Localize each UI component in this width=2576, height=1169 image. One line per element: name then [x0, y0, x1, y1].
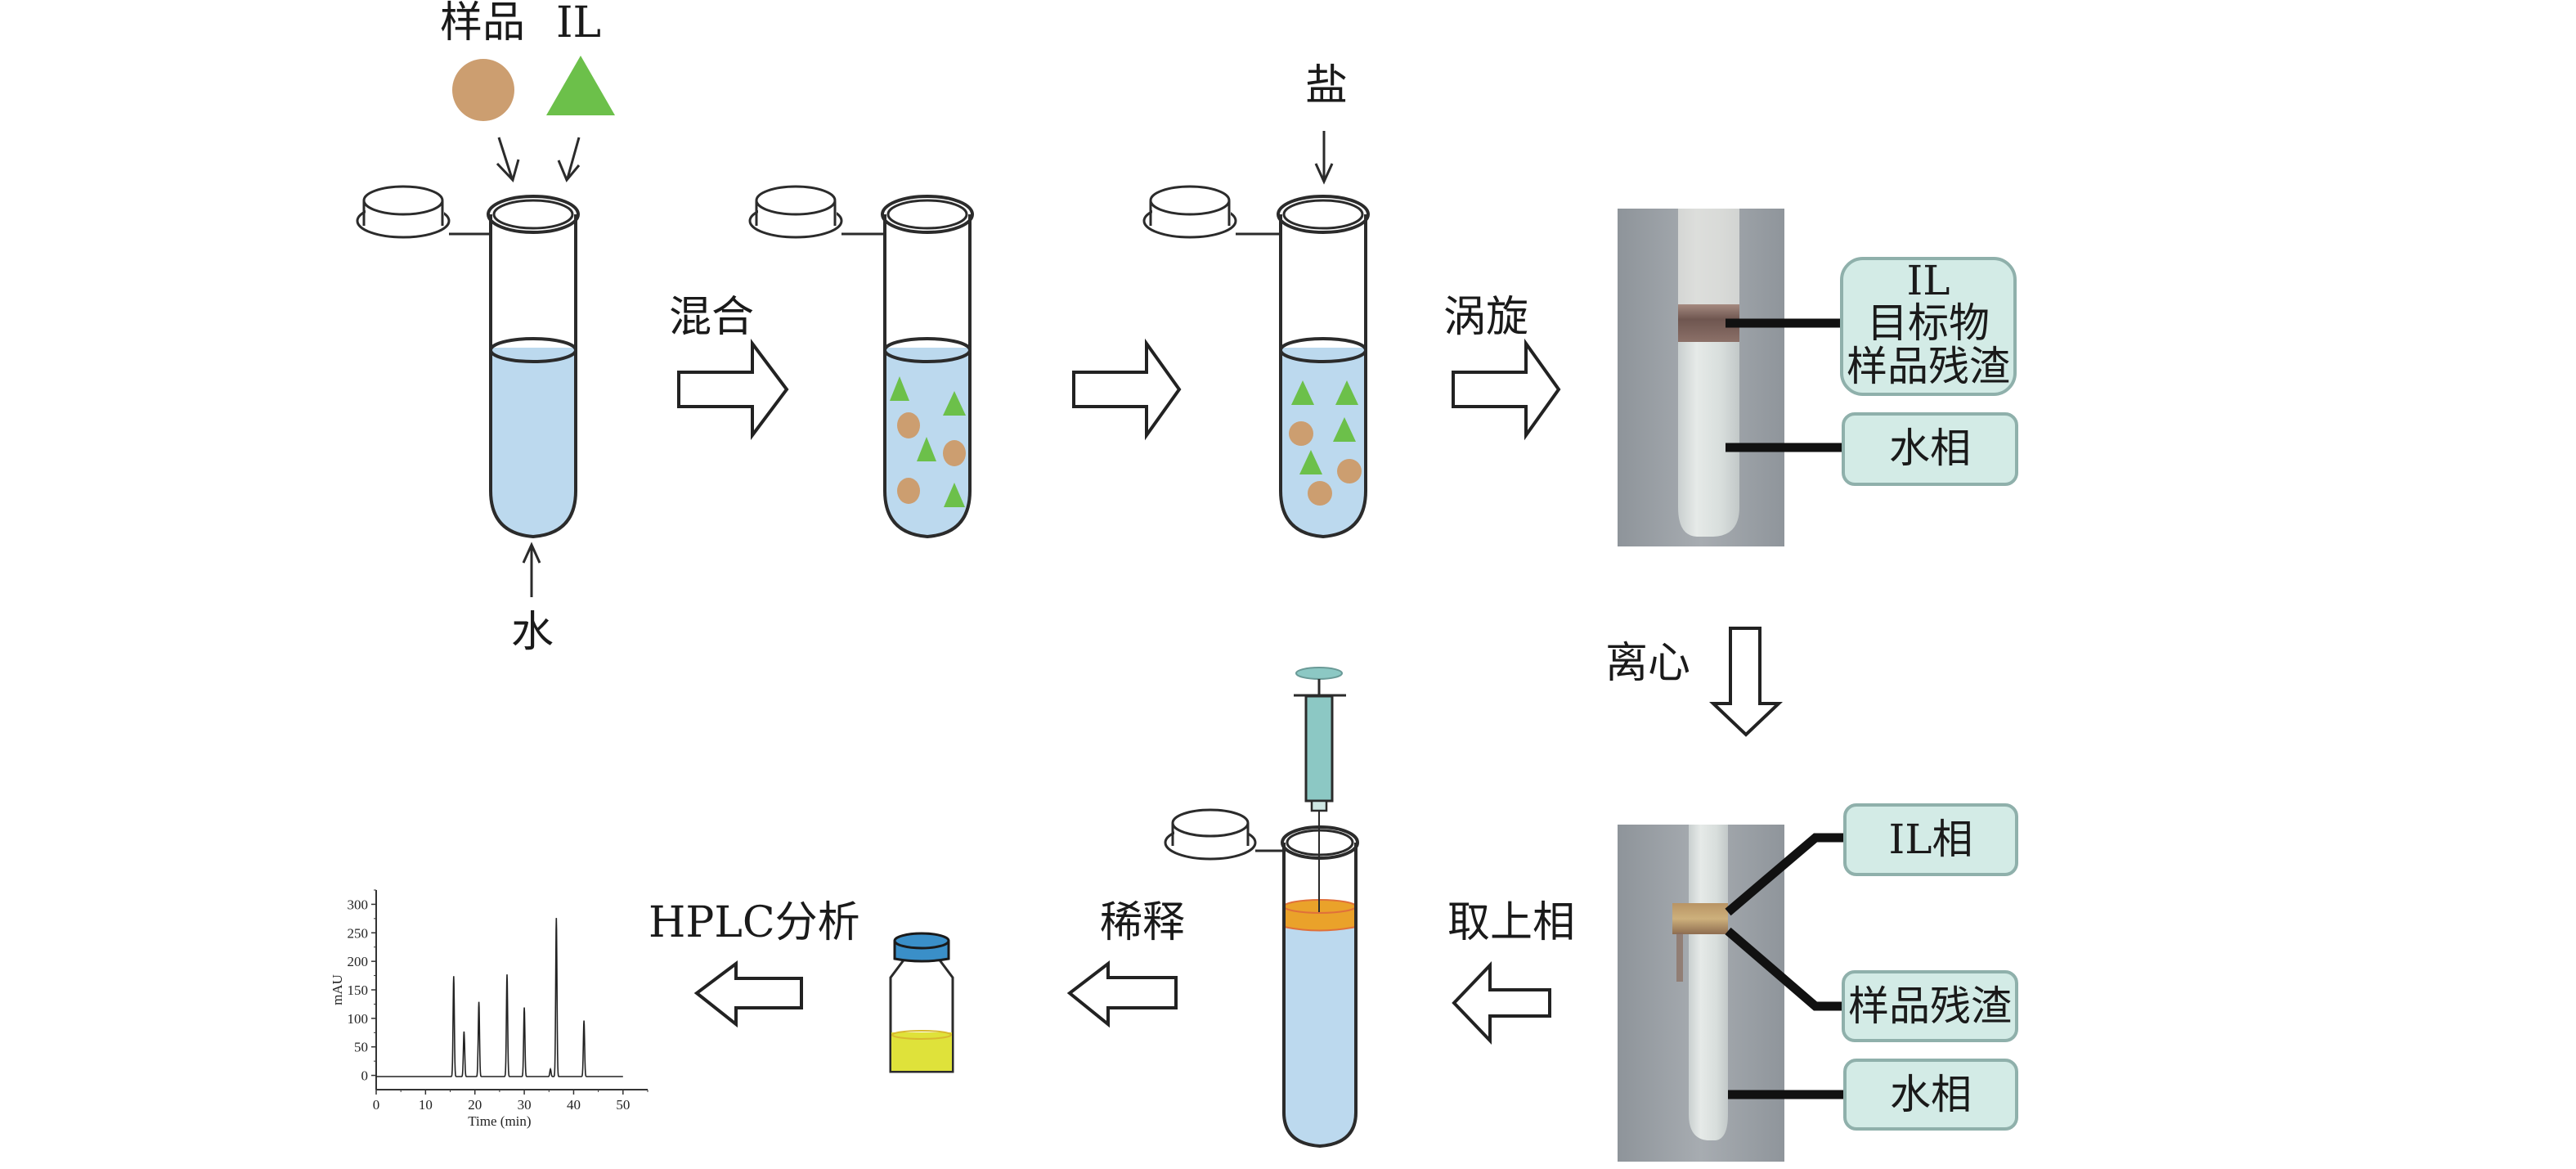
sample-particle-icon — [452, 59, 514, 121]
tube-cap-icon — [356, 185, 491, 239]
chart-x-label: Time (min) — [468, 1113, 531, 1129]
label-box-residue: 样品残渣 — [1842, 970, 2018, 1042]
svg-text:水相: 水相 — [1889, 425, 1971, 472]
sample-particles — [897, 412, 966, 504]
next-arrow-icon — [1072, 338, 1182, 441]
chart-y-label: mAU — [330, 974, 345, 1005]
step-dilute-label: 稀释 — [1100, 898, 1185, 947]
centrifuge-arrow-icon — [1708, 627, 1784, 737]
y-tick-label: 200 — [348, 954, 369, 969]
tube-with-syringe — [1164, 667, 1359, 1149]
chromatogram-trace — [376, 918, 623, 1077]
svg-text:IL相: IL相 — [1889, 816, 1973, 863]
step-mix-label: 混合 — [669, 293, 754, 342]
tube-cap-icon — [1164, 808, 1284, 861]
step-hplc-label: HPLC分析 — [648, 898, 860, 947]
hplc-chromatogram: mAU Time (min) 0 50 100 150 200 250 300 0 10 20 30… — [330, 889, 648, 1129]
mix-arrow-icon — [677, 339, 789, 440]
hplc-vial-icon — [889, 932, 954, 1073]
photo-after-centrifuge — [1618, 825, 1784, 1162]
sample-label: 样品 — [440, 0, 525, 47]
salt-label: 盐 — [1305, 61, 1348, 110]
y-tick-label: 50 — [354, 1040, 368, 1055]
salt-arrow-icon — [1314, 131, 1334, 185]
y-tick-label: 250 — [348, 925, 369, 941]
svg-text:样品残渣: 样品残渣 — [1847, 343, 2010, 390]
label-box-water-phase-2: 水相 — [1843, 1059, 2018, 1131]
il-triangle-icon — [546, 56, 615, 115]
label-box-il-target-residue: IL 目标物 样品残渣 — [1840, 257, 2017, 396]
leader-line — [1725, 927, 1845, 1011]
x-tick-label: 20 — [468, 1097, 482, 1113]
tube-cap-icon — [748, 185, 885, 239]
leader-line — [1725, 833, 1847, 916]
sample-particles — [1289, 421, 1362, 506]
take-upper-arrow-icon — [1452, 961, 1551, 1045]
step-take-upper-label: 取上相 — [1447, 898, 1575, 947]
il-particles — [1291, 380, 1358, 474]
x-tick-label: 30 — [518, 1097, 532, 1113]
water-arrow-icon — [522, 542, 541, 597]
photo-after-vortex — [1618, 209, 1784, 546]
il-label: IL — [556, 0, 601, 47]
svg-text:样品残渣: 样品残渣 — [1848, 982, 2012, 1030]
sample-arrow-icon — [496, 137, 520, 182]
svg-text:IL: IL — [1907, 257, 1950, 304]
dilute-arrow-icon — [1066, 960, 1178, 1028]
il-arrow-icon — [557, 137, 581, 182]
x-tick-label: 40 — [567, 1097, 581, 1113]
x-tick-label: 50 — [616, 1097, 630, 1113]
step-centrifuge-label: 离心 — [1605, 639, 1690, 688]
step-vortex-label: 涡旋 — [1443, 293, 1528, 342]
svg-text:水相: 水相 — [1890, 1071, 1972, 1118]
x-tick-label: 10 — [419, 1097, 433, 1113]
label-box-il-phase: IL相 — [1843, 803, 2018, 876]
tube-salted — [1142, 185, 1370, 539]
svg-text:目标物: 目标物 — [1867, 299, 1990, 347]
tube-cap-icon — [1142, 185, 1281, 239]
y-tick-label: 150 — [348, 982, 369, 998]
x-tick-label: 0 — [373, 1097, 380, 1113]
hplc-arrow-icon — [693, 960, 803, 1028]
y-tick-label: 300 — [348, 897, 369, 912]
y-tick-label: 0 — [361, 1068, 369, 1084]
tube-water — [356, 185, 580, 539]
y-tick-label: 100 — [348, 1011, 369, 1027]
vortex-arrow-icon — [1452, 338, 1561, 441]
water-label: 水 — [511, 608, 554, 657]
label-box-water-phase: 水相 — [1842, 412, 2018, 486]
il-particles — [890, 376, 966, 507]
syringe-icon — [1294, 667, 1346, 912]
tube-mixed — [748, 185, 974, 539]
